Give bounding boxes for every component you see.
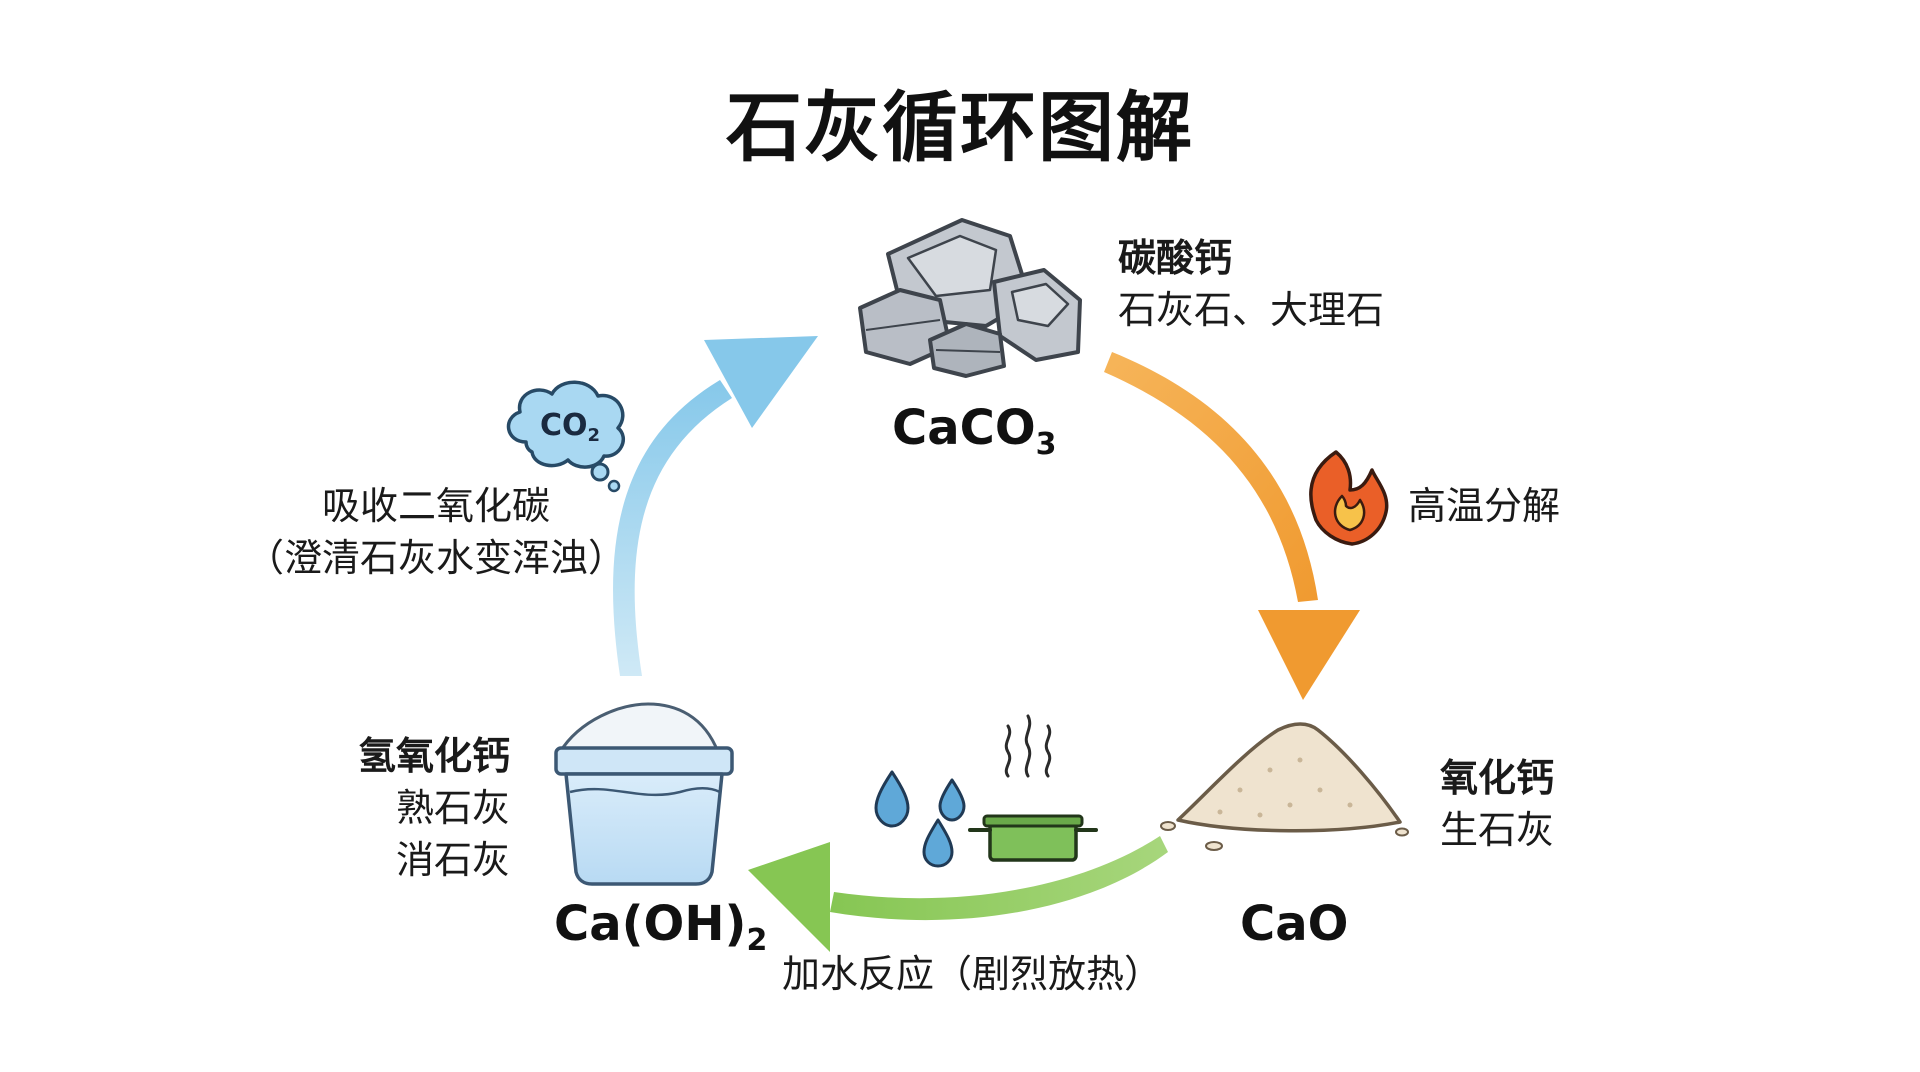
flame-icon [1309,450,1389,546]
rocks-icon [858,218,1082,378]
page-title: 石灰循环图解 [726,83,1194,172]
caoh2-alias-1: 熟石灰 [395,786,510,830]
add-water-label: 加水反应（剧烈放热） [782,952,1163,996]
cao-formula: CaO [1240,896,1349,952]
caco3-alias: 石灰石、大理石 [1118,288,1385,332]
add-water-arrow [748,836,1168,952]
caoh2-formula-main: Ca(OH) [554,896,747,952]
caco3-formula: CaCO3 [892,400,1057,462]
decompose-arrow [1104,352,1360,700]
caoh2-name: 氢氧化钙 [357,734,510,778]
absorb-arrow [613,336,818,676]
caco3-name: 碳酸钙 [1118,236,1233,280]
steaming-pot-icon [968,714,1098,862]
caco3-label: 碳酸钙 石灰石、大理石 [1118,232,1384,336]
absorb-label: 吸收二氧化碳 （澄清石灰水变浑浊） [236,480,636,584]
decompose-label: 高温分解 [1408,484,1561,528]
absorb-line-2: （澄清石灰水变浑浊） [245,536,626,580]
cao-label: 氧化钙 生石灰 [1440,752,1554,856]
lime-tub-icon [554,702,734,886]
caoh2-label: 氢氧化钙 熟石灰 消石灰 [300,730,510,886]
water-drops-icon [874,770,966,868]
cao-name: 氧化钙 [1440,756,1555,800]
caoh2-formula: Ca(OH)2 [554,896,767,958]
co2-main: CO [540,408,588,443]
caco3-formula-main: CaCO [892,400,1036,456]
caoh2-formula-sub: 2 [746,923,768,958]
co2-sub: 2 [587,425,601,446]
absorb-line-1: 吸收二氧化碳 [321,484,550,528]
powder-pile-icon [1160,722,1409,851]
cao-alias: 生石灰 [1440,808,1555,852]
caco3-formula-sub: 3 [1035,427,1057,462]
co2-cloud-icon [506,380,625,493]
co2-cloud-label: CO2 [540,408,601,446]
caoh2-alias-2: 消石灰 [395,838,510,882]
